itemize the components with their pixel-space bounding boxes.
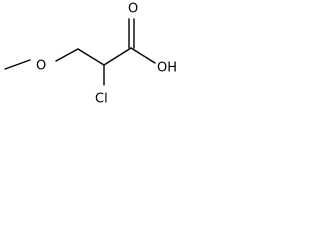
chlorine-label: Cl (95, 92, 108, 107)
chemical-structure: O Cl O OH (4, 2, 177, 107)
bond-ch2-alpha-carbon (77, 48, 105, 66)
bond-methyl-oxygen (4, 59, 31, 70)
bond-oxygen-ch2 (55, 48, 79, 62)
methoxy-oxygen-label: O (36, 59, 46, 74)
carbonyl-oxygen-label: O (128, 2, 138, 17)
bond-carboxyl-hydroxyl (130, 47, 156, 64)
bond-alpha-carbon-carboxyl (103, 47, 132, 66)
hydroxyl-label: OH (157, 61, 177, 76)
